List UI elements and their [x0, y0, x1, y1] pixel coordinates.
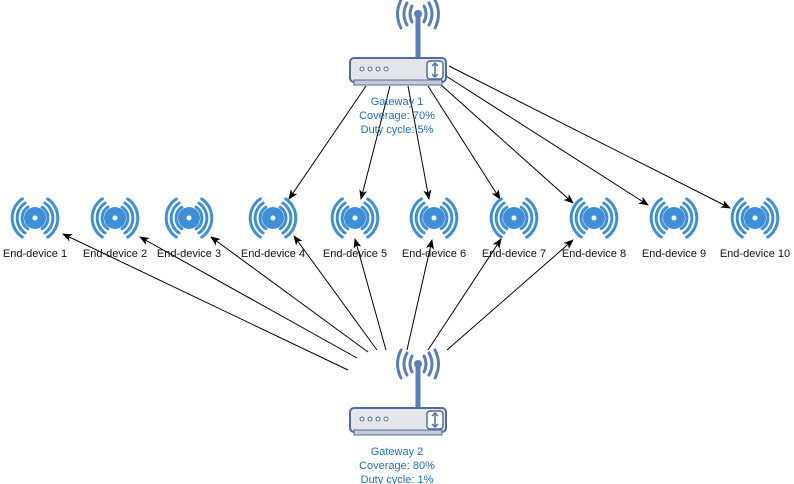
wireless-device-icon: [489, 197, 539, 239]
end-device-label: End-device 7: [482, 248, 546, 260]
end-device-label: End-device 9: [642, 248, 706, 260]
wireless-device-icon: [569, 197, 619, 239]
end-device-10[interactable]: End-device 10: [720, 197, 790, 260]
router-icon: [349, 348, 447, 436]
link-gateway-2-to-end-device-8: [446, 239, 574, 351]
wireless-device-icon: [330, 197, 380, 239]
gateway-2[interactable]: Gateway 2 Coverage: 80% Duty cycle: 1%: [349, 348, 447, 484]
end-device-6[interactable]: End-device 6: [402, 197, 466, 260]
end-device-label: End-device 5: [323, 248, 387, 260]
end-device-2[interactable]: End-device 2: [83, 197, 147, 260]
link-gateway-1-to-end-device-5: [359, 85, 391, 200]
wireless-device-icon: [164, 197, 214, 239]
end-device-label: End-device 8: [562, 248, 626, 260]
link-gateway-2-to-end-device-1: [62, 233, 349, 371]
gateway-1[interactable]: Gateway 1 Coverage: 70% Duty cycle: 5%: [349, 0, 447, 136]
link-gateway-1-to-end-device-6: [407, 85, 432, 200]
end-device-label: End-device 2: [83, 248, 147, 260]
link-layer: [62, 65, 731, 371]
wireless-device-icon: [248, 197, 298, 239]
link-gateway-2-to-end-device-6: [406, 239, 434, 351]
end-device-3[interactable]: End-device 3: [157, 197, 221, 260]
end-device-1[interactable]: End-device 1: [3, 197, 67, 260]
link-gateway-1-to-end-device-9: [445, 75, 649, 206]
link-gateway-1-to-end-device-10: [448, 65, 731, 209]
wireless-device-icon: [730, 197, 780, 239]
end-device-label: End-device 3: [157, 248, 221, 260]
end-device-4[interactable]: End-device 4: [241, 197, 305, 260]
end-device-8[interactable]: End-device 8: [562, 197, 626, 260]
wireless-device-icon: [409, 197, 459, 239]
wireless-device-icon: [649, 197, 699, 239]
end-device-7[interactable]: End-device 7: [482, 197, 546, 260]
gateway-2-duty-cycle: Duty cycle: 1%: [361, 474, 434, 484]
end-device-label: End-device 6: [402, 248, 466, 260]
end-device-label: End-device 4: [241, 248, 305, 260]
gateway-1-duty-cycle: Duty cycle: 5%: [361, 124, 434, 136]
link-gateway-2-to-end-device-5: [353, 238, 387, 351]
link-gateway-2-to-end-device-7: [427, 238, 502, 351]
link-gateway-1-to-end-device-8: [439, 83, 574, 204]
link-gateway-2-to-end-device-2: [139, 236, 358, 359]
link-gateway-1-to-end-device-4: [288, 85, 367, 200]
link-gateway-2-to-end-device-3: [210, 236, 369, 353]
end-device-9[interactable]: End-device 9: [642, 197, 706, 260]
end-device-label: End-device 1: [3, 248, 67, 260]
gateway-1-coverage: Coverage: 70%: [359, 110, 435, 122]
gateway-2-name: Gateway 2: [371, 446, 424, 458]
end-device-5[interactable]: End-device 5: [323, 197, 387, 260]
gateway-1-name: Gateway 1: [371, 96, 424, 108]
wireless-device-icon: [90, 197, 140, 239]
wireless-device-icon: [10, 197, 60, 239]
gateway-2-coverage: Coverage: 80%: [359, 460, 435, 472]
node-layer: End-device 1 End-device 2 End-device 3 End-…: [3, 197, 790, 260]
link-gateway-1-to-end-device-7: [427, 85, 501, 200]
router-icon: [349, 0, 447, 86]
end-device-label: End-device 10: [720, 248, 790, 260]
link-gateway-2-to-end-device-4: [293, 235, 378, 351]
